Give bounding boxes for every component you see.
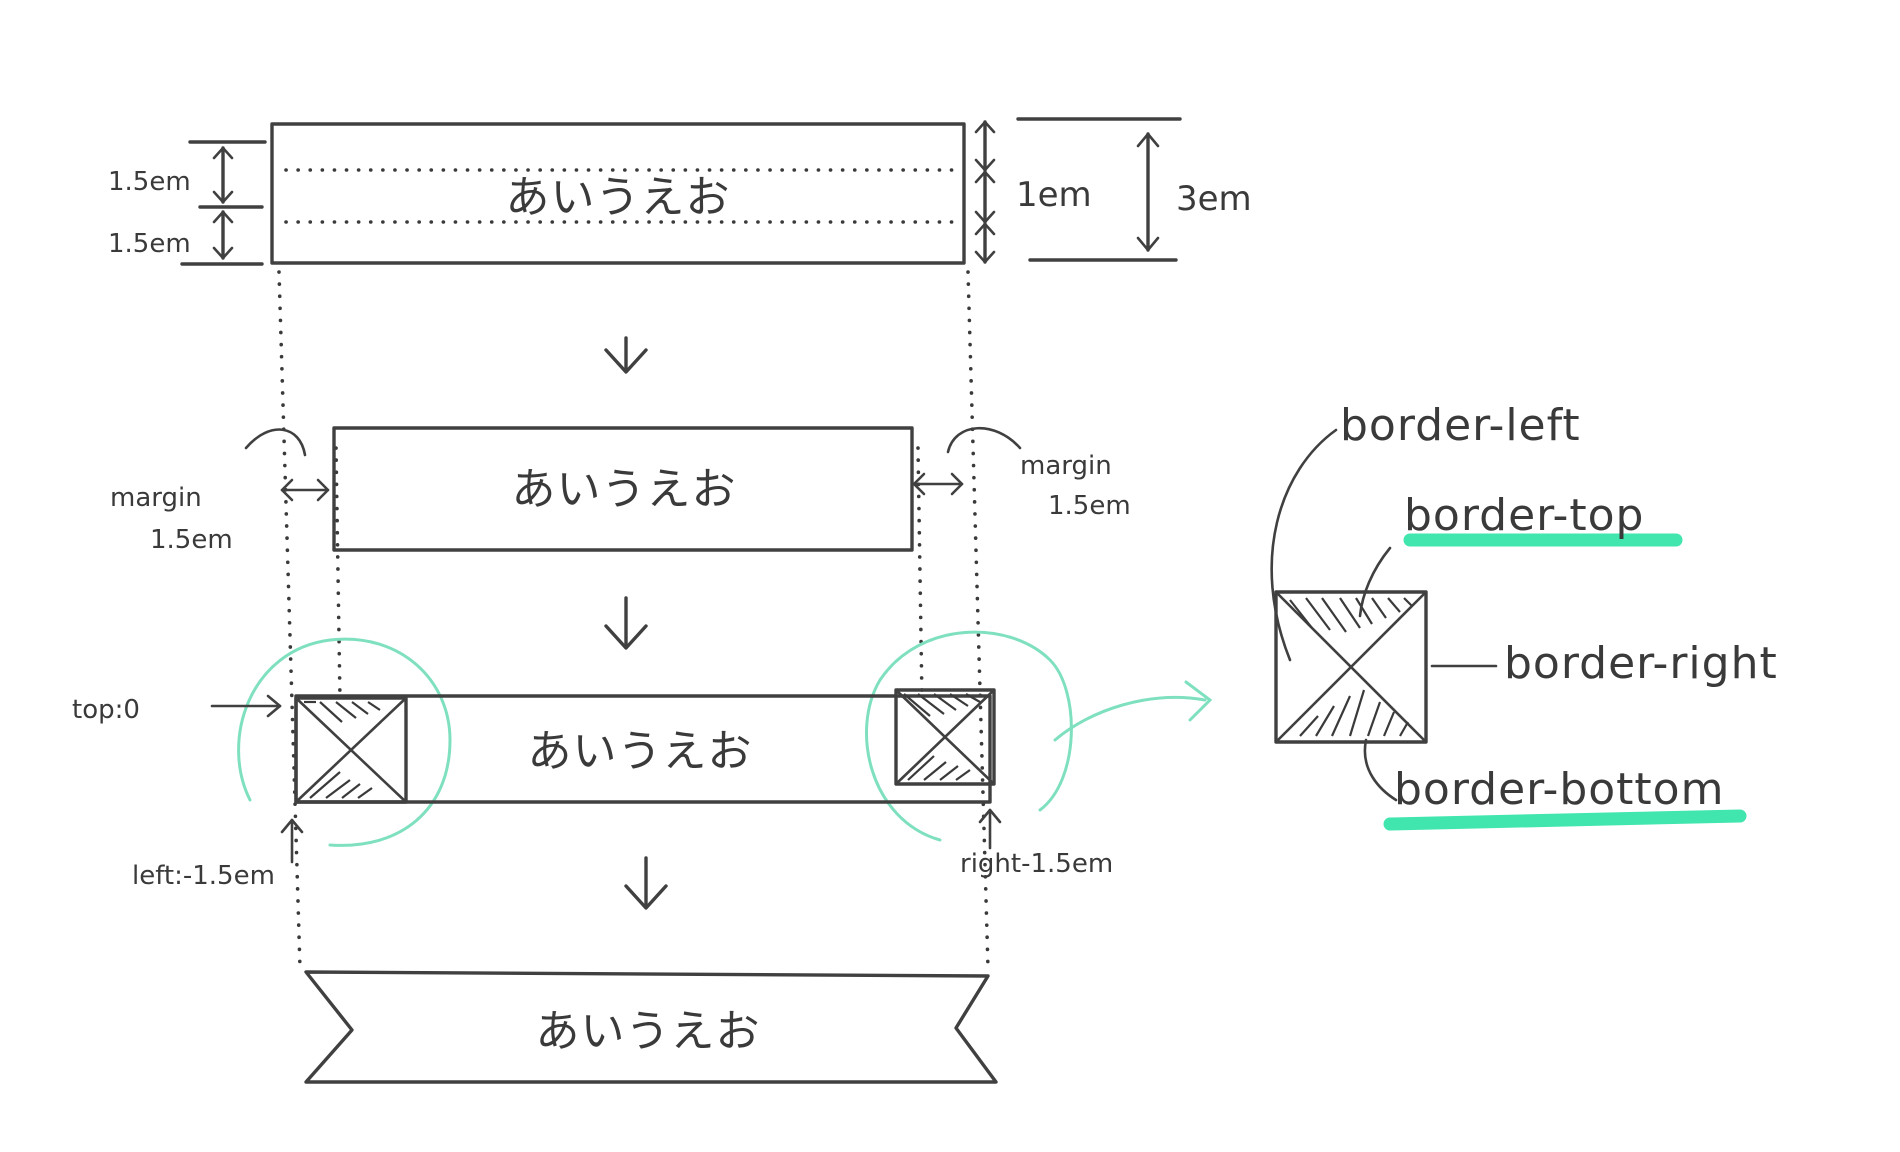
step1-box-group: あいうえお 1.5em 1.5em — [108, 117, 1252, 266]
right-offset-label: right-1.5em — [960, 849, 1113, 879]
right-border-block — [894, 688, 996, 786]
step1-right-dimension — [974, 117, 1182, 264]
left-border-block — [294, 696, 408, 804]
line-height-label: 1em — [1016, 175, 1092, 215]
right-highlight-circle — [865, 630, 1073, 842]
down-arrow-2 — [604, 596, 648, 650]
border-detail-group: border-left border-top border-right bord… — [1270, 400, 1778, 831]
border-bottom-hatch — [1299, 689, 1409, 737]
border-bottom-label: border-bottom — [1394, 764, 1724, 815]
step1-box-text: あいうえお — [506, 172, 731, 223]
step2-group: あいうえお margin 1.5em margin 1.5em — [110, 426, 1131, 555]
step1-left-dimension — [180, 140, 267, 266]
padding-bottom-label: 1.5em — [108, 229, 191, 259]
guide-lines — [277, 270, 990, 970]
border-top-label: border-top — [1404, 490, 1644, 541]
border-right-label: border-right — [1504, 638, 1778, 689]
final-ribbon-text: あいうえお — [536, 1006, 761, 1057]
border-top-hatch — [1289, 597, 1413, 633]
left-offset-label: left:-1.5em — [132, 861, 275, 891]
down-arrow-1 — [604, 336, 648, 374]
border-detail-box — [1274, 590, 1428, 744]
total-height-label: 3em — [1176, 179, 1252, 219]
down-arrow-3 — [624, 856, 668, 910]
margin-left-label-1: margin — [110, 483, 202, 513]
step2-box — [332, 426, 914, 552]
step3-group: あいうえお — [72, 630, 1213, 891]
padding-top-label: 1.5em — [108, 167, 191, 197]
step4-group: あいうえお — [304, 970, 998, 1084]
step2-box-text: あいうえお — [512, 464, 737, 515]
margin-left-label-2: 1.5em — [150, 525, 233, 555]
teal-arrow — [1053, 695, 1207, 742]
border-bottom-highlight — [1383, 809, 1747, 831]
margin-right-label-1: margin — [1020, 451, 1112, 481]
top-zero-label: top:0 — [72, 695, 140, 725]
final-ribbon — [304, 970, 998, 1084]
step3-box-text: あいうえお — [528, 726, 753, 777]
step1-box — [270, 122, 966, 265]
border-left-label: border-left — [1340, 400, 1581, 451]
margin-right-label-2: 1.5em — [1048, 491, 1131, 521]
